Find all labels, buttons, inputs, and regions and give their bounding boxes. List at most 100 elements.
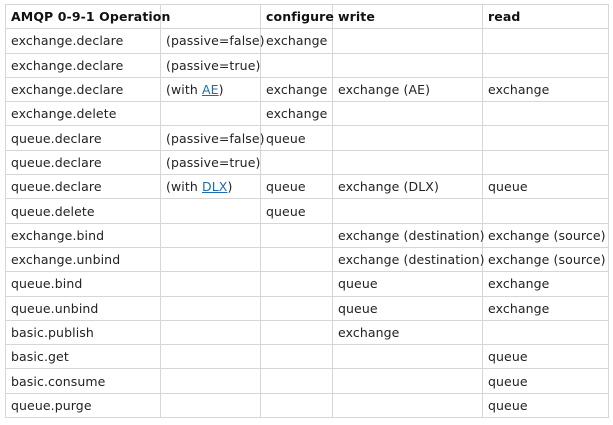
cell-configure: [260, 319, 333, 346]
cell-configure: queue: [260, 198, 333, 224]
table-row: queue.delete queue: [5, 198, 609, 224]
cell-read: queue: [482, 344, 609, 370]
table-header: AMQP 0-9-1 Operation configure write rea…: [5, 3, 609, 30]
cell-read: exchange (source): [482, 222, 609, 248]
cell-read: queue: [482, 392, 609, 419]
cell-configure: [260, 246, 333, 273]
cell-text-prefix: (with: [166, 82, 202, 98]
link-dlx[interactable]: DLX: [201, 179, 228, 195]
table-row: exchange.declare(passive=true): [5, 52, 609, 78]
cell-configure: [260, 222, 333, 248]
table-row: exchange.declare(passive=false)exchange: [5, 28, 609, 54]
cell-operation: queue.bind: [5, 271, 161, 297]
cell-write: [332, 198, 483, 224]
header-configure: configure: [260, 3, 334, 30]
cell-qualifier: [160, 368, 261, 394]
cell-qualifier: [160, 271, 261, 297]
cell-operation: exchange.declare: [5, 76, 161, 103]
cell-configure: exchange: [260, 101, 333, 127]
cell-configure: [260, 368, 333, 394]
cell-read: [482, 319, 609, 346]
cell-qualifier: [160, 222, 261, 248]
cell-qualifier: (with DLX): [160, 174, 261, 200]
cell-write: exchange (AE): [332, 76, 483, 103]
cell-write: exchange: [332, 319, 483, 346]
cell-read: exchange: [482, 271, 609, 297]
cell-text-suffix: ): [227, 179, 233, 195]
cell-read: exchange: [482, 76, 609, 103]
cell-qualifier: [160, 319, 261, 346]
cell-configure: [260, 392, 333, 419]
header-row: AMQP 0-9-1 Operation configure write rea…: [5, 3, 609, 30]
cell-qualifier: [160, 344, 261, 370]
cell-operation: exchange.unbind: [5, 246, 161, 273]
table-row: queue.purge queue: [5, 392, 609, 419]
cell-qualifier: (passive=true): [160, 52, 261, 78]
link-ae[interactable]: AE: [201, 82, 219, 98]
cell-text-suffix: ): [218, 82, 224, 98]
table-row: queue.declare(passive=true): [5, 149, 609, 176]
cell-operation: basic.get: [5, 344, 161, 370]
cell-configure: [260, 271, 333, 297]
cell-configure: [260, 52, 333, 78]
cell-operation: queue.purge: [5, 392, 161, 419]
table-row: exchange.delete exchange: [5, 101, 609, 127]
header-write: write: [332, 3, 483, 30]
cell-read: [482, 28, 609, 54]
cell-qualifier: [160, 295, 261, 321]
cell-qualifier: [160, 101, 261, 127]
cell-operation: exchange.declare: [5, 28, 161, 54]
permissions-table: AMQP 0-9-1 Operation configure write rea…: [5, 3, 609, 419]
cell-operation: queue.unbind: [5, 295, 161, 321]
cell-write: queue: [332, 295, 483, 321]
cell-qualifier: (passive=false): [160, 125, 265, 151]
cell-write: [332, 368, 483, 394]
cell-operation: exchange.bind: [5, 222, 161, 248]
cell-operation: queue.declare: [5, 149, 161, 176]
cell-qualifier: [160, 198, 261, 224]
cell-qualifier: [160, 392, 261, 419]
cell-write: queue: [332, 271, 483, 297]
cell-operation: basic.consume: [5, 368, 161, 394]
cell-text-prefix: (with: [166, 179, 202, 195]
header-operation: AMQP 0-9-1 Operation: [5, 3, 170, 30]
cell-write: [332, 392, 483, 419]
cell-read: [482, 101, 609, 127]
cell-write: [332, 28, 483, 54]
cell-write: [332, 344, 483, 370]
cell-qualifier: (passive=false): [160, 28, 265, 54]
cell-configure: exchange: [260, 76, 333, 103]
cell-read: [482, 149, 609, 176]
cell-configure: queue: [260, 125, 333, 151]
cell-write: [332, 52, 483, 78]
table-row: basic.publish exchange: [5, 319, 609, 346]
cell-configure: [260, 344, 333, 370]
cell-operation: exchange.delete: [5, 101, 161, 127]
cell-operation: basic.publish: [5, 319, 161, 346]
cell-read: [482, 52, 609, 78]
cell-write: exchange (destination): [332, 222, 485, 248]
cell-operation: exchange.declare: [5, 52, 161, 78]
header-qualifier: [160, 3, 261, 30]
cell-write: [332, 125, 483, 151]
cell-write: [332, 149, 483, 176]
cell-read: exchange: [482, 295, 609, 321]
cell-qualifier: [160, 246, 261, 273]
cell-qualifier: (passive=true): [160, 149, 261, 176]
cell-read: queue: [482, 174, 609, 200]
table-row: exchange.bind exchange (destination)excha…: [5, 222, 609, 248]
cell-read: exchange (source): [482, 246, 609, 273]
cell-qualifier: (with AE): [160, 76, 261, 103]
header-read: read: [482, 3, 609, 30]
cell-read: [482, 125, 609, 151]
table-row: queue.declare(passive=false)queue: [5, 125, 609, 151]
cell-operation: queue.delete: [5, 198, 161, 224]
cell-read: [482, 198, 609, 224]
